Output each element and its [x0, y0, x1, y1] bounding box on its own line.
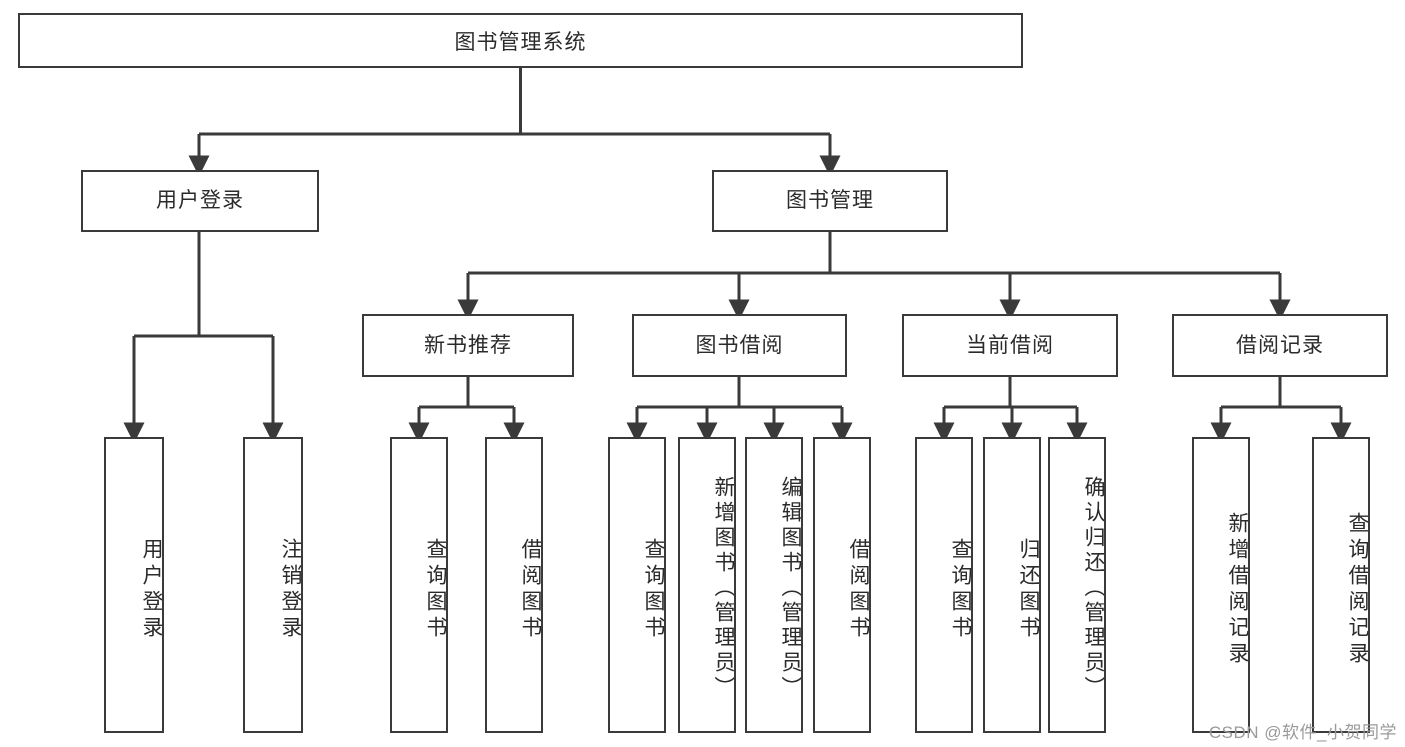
leaf-add-borrow-record[interactable]: 新增借阅记录	[1192, 437, 1250, 733]
node-book-management-label: 图书管理	[786, 189, 874, 213]
leaf-label: 查询图书	[949, 538, 972, 642]
node-book-borrow-label: 图书借阅	[695, 333, 784, 357]
node-user-login[interactable]: 用户登录	[81, 170, 319, 232]
leaf-label: 查询借阅记录	[1346, 512, 1369, 668]
leaf-label: 编辑图书（管理员）	[779, 475, 802, 701]
leaf-label: 确认归还（管理员）	[1082, 475, 1105, 701]
node-current-borrow[interactable]: 当前借阅	[902, 314, 1118, 377]
node-book-management[interactable]: 图书管理	[712, 170, 948, 232]
leaf-query-borrow-record[interactable]: 查询借阅记录	[1312, 437, 1370, 733]
leaf-label: 新增借阅记录	[1226, 512, 1249, 668]
node-user-login-label: 用户登录	[156, 189, 244, 213]
node-borrow-record-label: 借阅记录	[1236, 333, 1324, 357]
node-new-book-recommend-label: 新书推荐	[424, 333, 512, 357]
leaf-return-book[interactable]: 归还图书	[983, 437, 1041, 733]
leaf-label: 归还图书	[1017, 538, 1040, 642]
leaf-label: 用户登录	[140, 538, 163, 642]
node-new-book-recommend[interactable]: 新书推荐	[362, 314, 574, 377]
leaf-label: 借阅图书	[847, 538, 870, 642]
leaf-edit-book-admin[interactable]: 编辑图书（管理员）	[745, 437, 803, 733]
node-root-label: 图书管理系统	[454, 30, 587, 54]
leaf-add-book-admin[interactable]: 新增图书（管理员）	[678, 437, 736, 733]
leaf-confirm-return-admin[interactable]: 确认归还（管理员）	[1048, 437, 1106, 733]
leaf-query-book-current[interactable]: 查询图书	[915, 437, 973, 733]
leaf-label: 新增图书（管理员）	[712, 475, 735, 701]
leaf-borrow-book-newbook[interactable]: 借阅图书	[485, 437, 543, 733]
leaf-label: 注销登录	[279, 538, 302, 642]
node-borrow-record[interactable]: 借阅记录	[1172, 314, 1388, 377]
leaf-label: 查询图书	[642, 538, 665, 642]
leaf-query-book-borrow[interactable]: 查询图书	[608, 437, 666, 733]
node-root[interactable]: 图书管理系统	[18, 13, 1023, 68]
node-current-borrow-label: 当前借阅	[966, 333, 1054, 357]
leaf-query-book-newbook[interactable]: 查询图书	[390, 437, 448, 733]
leaf-borrow-book[interactable]: 借阅图书	[813, 437, 871, 733]
leaf-user-login[interactable]: 用户登录	[104, 437, 164, 733]
watermark: CSDN @软件_小贺同学	[1208, 723, 1397, 742]
leaf-label: 查询图书	[424, 538, 447, 642]
node-book-borrow[interactable]: 图书借阅	[632, 314, 847, 377]
leaf-label: 借阅图书	[519, 538, 542, 642]
leaf-logout[interactable]: 注销登录	[243, 437, 303, 733]
